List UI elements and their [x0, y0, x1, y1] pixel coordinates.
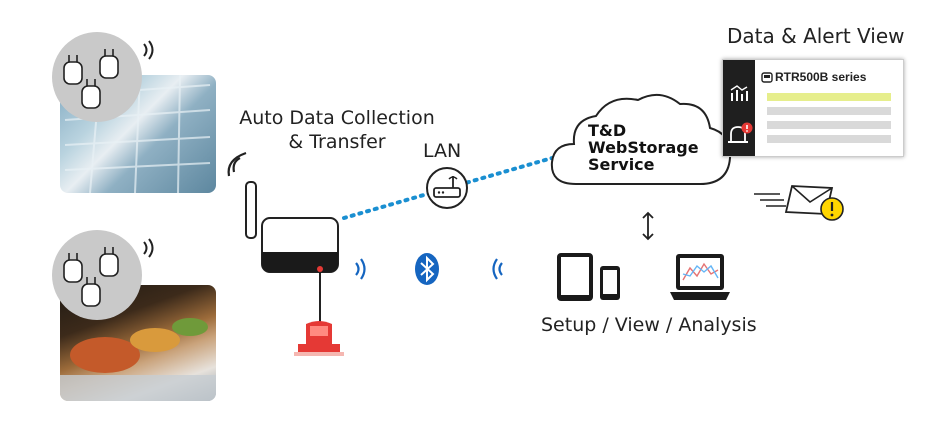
- logger-group-circle-top: [52, 32, 142, 122]
- wifi-icon: [355, 258, 366, 280]
- chart-icon: [730, 85, 748, 101]
- panel-series-label: RTR500B series: [775, 70, 867, 84]
- alarm-cable: [319, 272, 321, 324]
- auto-collection-line2: & Transfer: [288, 131, 386, 153]
- logger-group-circle-bottom: [52, 230, 142, 320]
- alarm-icon: [728, 122, 753, 143]
- cloud-service-name: T&D WebStorage Service: [588, 122, 699, 173]
- alarm-light-icon: [294, 321, 344, 356]
- panel-row: [767, 107, 891, 115]
- panel-highlight-row: [767, 93, 891, 101]
- laptop-icon: [670, 254, 730, 300]
- auto-collection-label: Auto Data Collection & Transfer: [232, 106, 442, 154]
- lan-label: LAN: [423, 140, 462, 162]
- setup-view-analysis-label: Setup / View / Analysis: [541, 314, 757, 336]
- email-alert: [754, 185, 844, 221]
- tablet-icon: [557, 253, 593, 301]
- panel-sidebar: [723, 60, 755, 156]
- logger-mini-icon: [761, 72, 773, 83]
- data-logger-icon: [63, 247, 119, 307]
- cloud-line2: WebStorage: [588, 138, 699, 157]
- sync-arrow-icon: [642, 211, 654, 241]
- phone-icon: [600, 266, 620, 300]
- wifi-icon: [492, 258, 503, 280]
- wifi-icon: [227, 151, 247, 177]
- data-logger-icon: [63, 49, 119, 109]
- auto-collection-line1: Auto Data Collection: [239, 107, 435, 129]
- cloud-line1: T&D: [588, 121, 627, 140]
- wifi-icon: [143, 40, 154, 60]
- base-station-device: [245, 181, 339, 273]
- router-icon: [426, 167, 468, 209]
- warning-icon: [820, 197, 844, 221]
- data-alert-view-label: Data & Alert View: [727, 24, 905, 48]
- bluetooth-icon: [415, 253, 439, 285]
- panel-row: [767, 135, 891, 143]
- cloud-line3: Service: [588, 155, 655, 174]
- data-alert-panel: RTR500B series: [722, 59, 904, 157]
- wifi-icon: [143, 238, 154, 258]
- panel-row: [767, 121, 891, 129]
